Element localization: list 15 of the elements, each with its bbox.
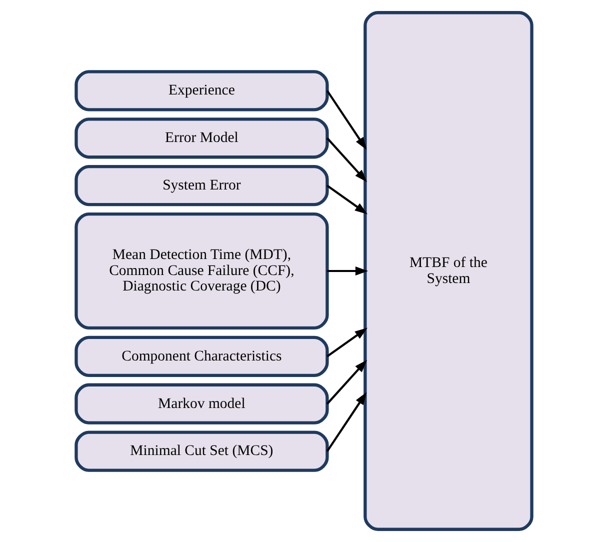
node-box: Minimal Cut Set (MCS): [74, 430, 329, 472]
node-box: Mean Detection Time (MDT), Common Cause Failure (CCF), Diagnostic Coverage (DC): [74, 212, 329, 330]
arrow: [327, 266, 368, 276]
node-box: Experience: [74, 70, 329, 112]
node-box: System Error: [74, 165, 329, 206]
node-box: Markov model: [74, 383, 329, 424]
arrow: [326, 360, 368, 405]
arrow: [326, 137, 368, 182]
arrow: [326, 184, 368, 214]
node-box: MTBF of the System: [364, 11, 534, 531]
node-box: Component Characteristics: [74, 336, 329, 377]
arrow: [326, 392, 367, 452]
arrow: [326, 328, 368, 358]
arrow: [326, 90, 367, 150]
node-box: Error Model: [74, 118, 329, 159]
